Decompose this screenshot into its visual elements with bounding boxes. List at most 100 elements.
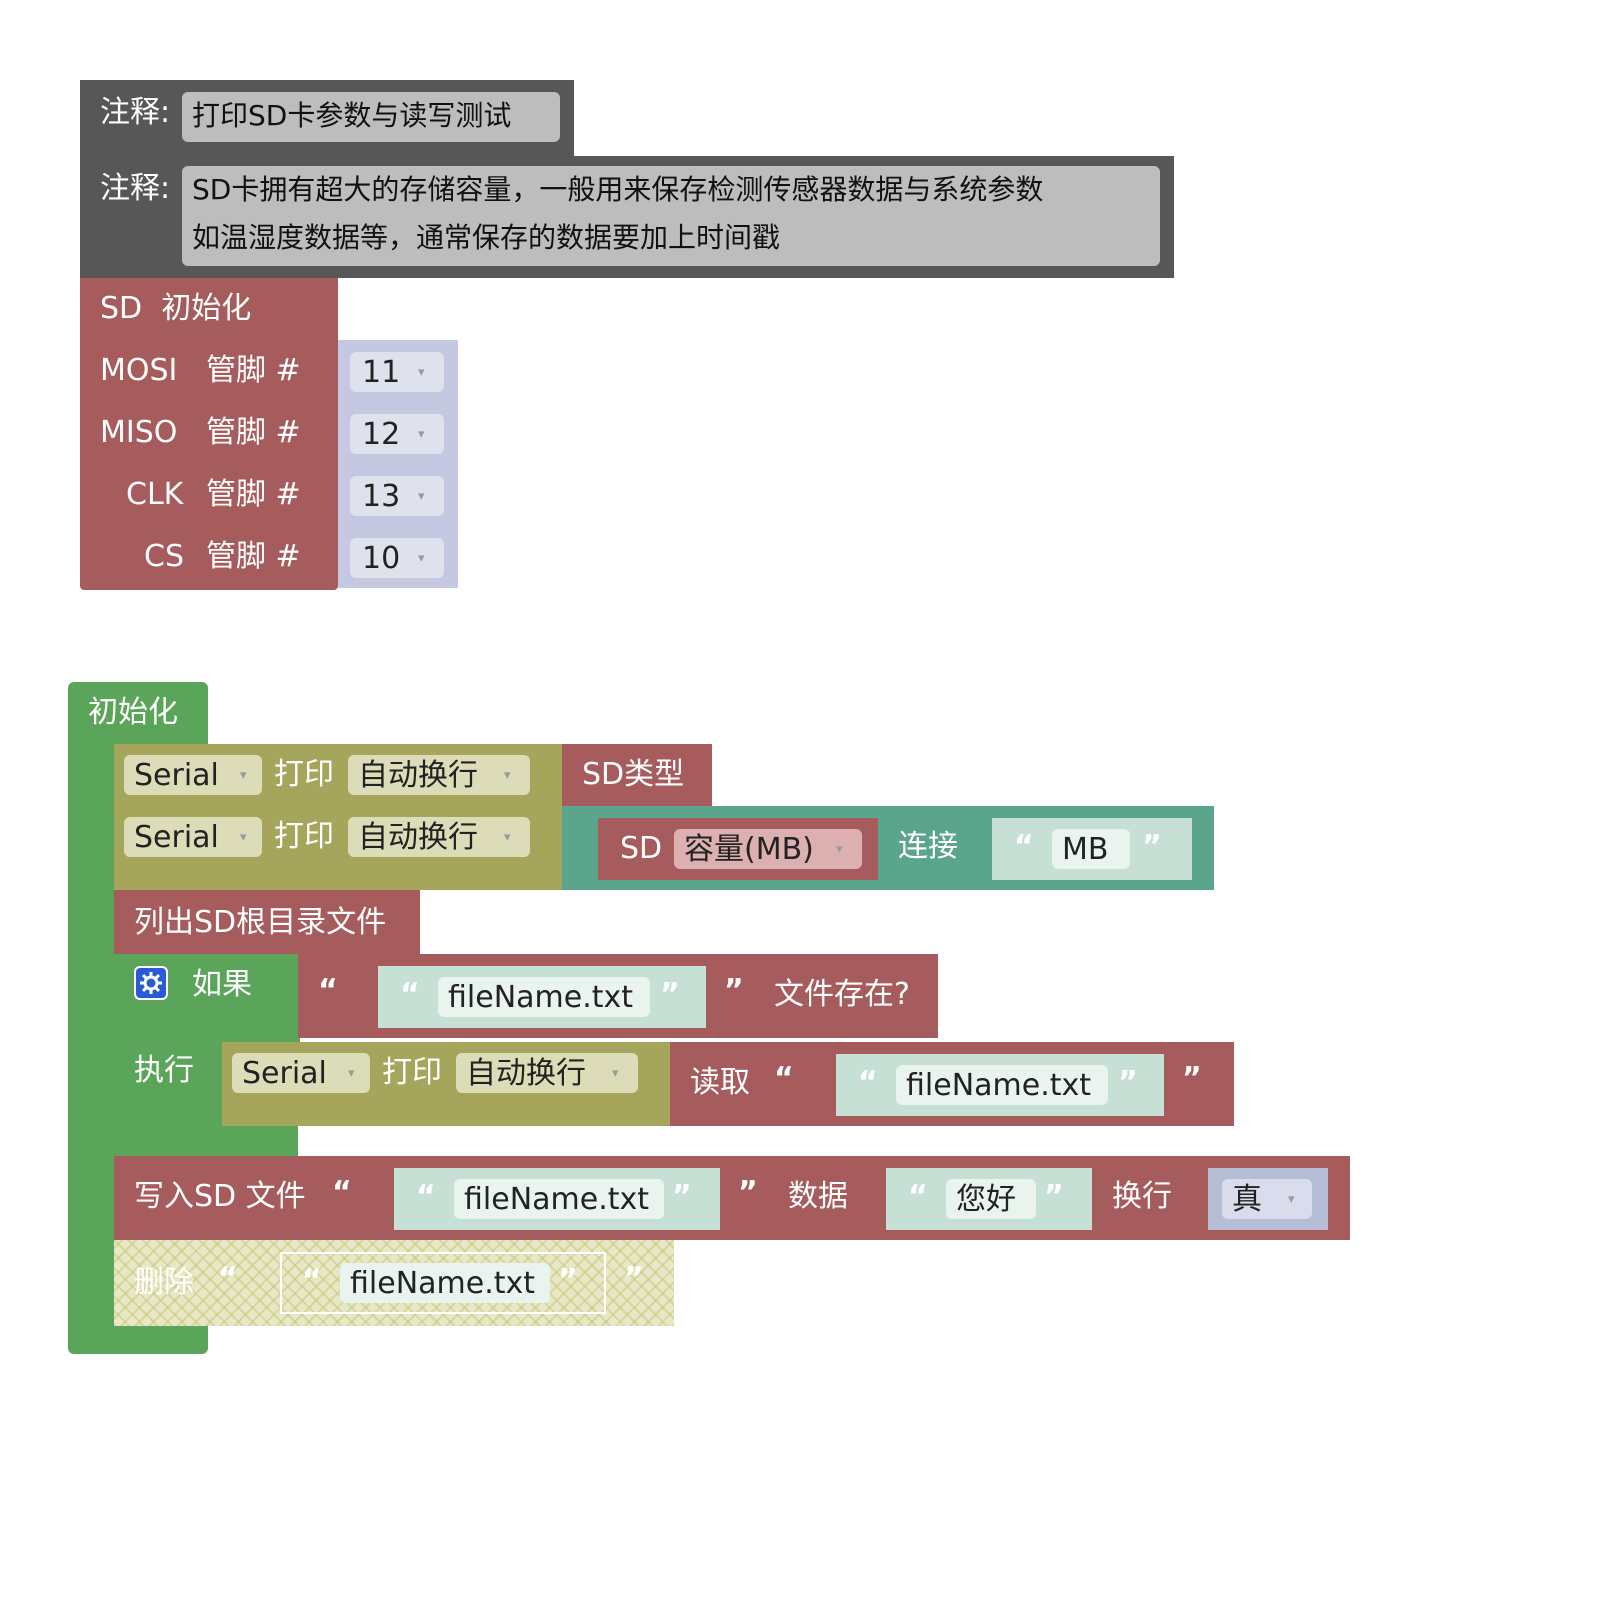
setup-block-footer — [68, 1326, 208, 1354]
serial-port-value: Serial — [134, 758, 219, 793]
pin-label-clk: 管脚 # — [206, 477, 301, 512]
chevron-down-icon: ▾ — [418, 551, 425, 566]
string-block-mb[interactable]: “ MB ” — [992, 818, 1192, 880]
string-block-filename[interactable]: “ fileName.txt ” — [836, 1054, 1164, 1116]
string-field[interactable]: fileName.txt — [896, 1065, 1108, 1105]
if-block-do-column: 执行 — [114, 1038, 222, 1130]
string-block-filename[interactable]: “ fileName.txt ” — [394, 1168, 720, 1230]
string-field[interactable]: 您好 — [946, 1179, 1036, 1219]
quote-close-icon: ” — [624, 1261, 644, 1296]
string-field[interactable]: fileName.txt — [454, 1179, 664, 1219]
quote-open-icon: “ — [858, 1065, 878, 1100]
quote-close-icon: ” — [1118, 1065, 1138, 1100]
quote-open-icon: “ — [400, 977, 420, 1012]
string-value: fileName.txt — [906, 1068, 1092, 1103]
pin-block-mosi[interactable]: 11 ▾ — [338, 340, 458, 402]
print-label: 打印 — [382, 1055, 442, 1090]
data-label: 数据 — [788, 1179, 848, 1214]
string-block-data[interactable]: “ 您好 ” — [886, 1168, 1092, 1230]
pin-dropdown-clk[interactable]: 13 ▾ — [350, 476, 444, 516]
quote-close-icon: ” — [1142, 829, 1162, 864]
sd-init-block[interactable]: SD 初始化 MOSI 管脚 # MISO 管脚 # CLK 管脚 # CS 管… — [80, 278, 338, 590]
comment-block-1[interactable]: 注释: 打印SD卡参数与读写测试 — [80, 80, 574, 156]
serial-port-dropdown[interactable]: Serial ▾ — [232, 1053, 370, 1093]
sd-type-label: SD类型 — [582, 757, 685, 792]
pin-dropdown-cs[interactable]: 10 ▾ — [350, 538, 444, 578]
read-file-block[interactable]: 读取 “ “ fileName.txt ” ” — [670, 1042, 1234, 1126]
bool-dropdown[interactable]: 真 ▾ — [1222, 1179, 1312, 1219]
chevron-down-icon: ▾ — [348, 1066, 355, 1081]
pin-name-miso: MISO — [100, 415, 178, 450]
gear-icon[interactable] — [134, 966, 168, 1000]
text-join-block[interactable]: SD 容量(MB) ▾ 连接 “ MB ” — [562, 806, 1214, 890]
comment-label: 注释: — [100, 171, 171, 206]
if-block-header[interactable]: 如果 — [114, 954, 300, 1042]
pin-label-miso: 管脚 # — [206, 415, 301, 450]
serial-port-dropdown[interactable]: Serial ▾ — [124, 817, 262, 857]
quote-open-icon: “ — [218, 1261, 238, 1296]
print-mode-dropdown[interactable]: 自动换行 ▾ — [348, 755, 530, 795]
pin-block-cs[interactable]: 10 ▾ — [338, 526, 458, 588]
serial-print-block-2[interactable]: Serial ▾ 打印 自动换行 ▾ — [114, 806, 564, 890]
comment-text-line2: 如温湿度数据等，通常保存的数据要加上时间戳 — [192, 221, 781, 254]
chevron-down-icon: ▾ — [418, 365, 425, 380]
sd-type-block[interactable]: SD类型 — [562, 744, 712, 806]
comment-text-field[interactable]: SD卡拥有超大的存储容量，一般用来保存检测传感器数据与系统参数 如温湿度数据等，… — [182, 166, 1160, 266]
if-label: 如果 — [192, 967, 252, 1002]
setup-block-spine — [68, 744, 114, 1334]
if-block-footer — [114, 1126, 298, 1156]
string-field[interactable]: fileName.txt — [340, 1263, 550, 1303]
string-value: fileName.txt — [350, 1266, 536, 1301]
capacity-dropdown[interactable]: 容量(MB) ▾ — [674, 829, 862, 869]
setup-title: 初始化 — [88, 695, 178, 730]
print-mode-value: 自动换行 — [358, 758, 478, 793]
list-files-block[interactable]: 列出SD根目录文件 — [114, 890, 420, 954]
quote-close-icon: ” — [1182, 1061, 1202, 1096]
string-field[interactable]: fileName.txt — [438, 977, 650, 1017]
sd-label: SD — [620, 831, 663, 866]
chevron-down-icon: ▾ — [504, 830, 511, 845]
string-block-filename[interactable]: “ fileName.txt ” — [378, 966, 706, 1028]
capacity-value: 容量(MB) — [684, 832, 814, 867]
string-field[interactable]: MB — [1052, 829, 1130, 869]
pin-block-clk[interactable]: 13 ▾ — [338, 464, 458, 526]
chevron-down-icon: ▾ — [612, 1066, 619, 1081]
string-block-filename[interactable]: “ fileName.txt ” — [280, 1252, 606, 1314]
print-mode-value: 自动换行 — [358, 820, 478, 855]
chevron-down-icon: ▾ — [418, 427, 425, 442]
pin-dropdown-mosi[interactable]: 11 ▾ — [350, 352, 444, 392]
pin-dropdown-miso[interactable]: 12 ▾ — [350, 414, 444, 454]
delete-file-block[interactable]: 删除 “ “ fileName.txt ” ” — [114, 1240, 674, 1326]
quote-open-icon: “ — [1014, 829, 1034, 864]
print-mode-dropdown[interactable]: 自动换行 ▾ — [456, 1053, 638, 1093]
list-files-label: 列出SD根目录文件 — [134, 905, 387, 940]
chevron-down-icon: ▾ — [240, 830, 247, 845]
sd-capacity-block[interactable]: SD 容量(MB) ▾ — [598, 818, 878, 880]
pin-name-clk: CLK — [126, 477, 184, 512]
quote-open-icon: “ — [774, 1061, 794, 1096]
string-value: fileName.txt — [464, 1182, 650, 1217]
write-file-block[interactable]: 写入SD 文件 “ “ fileName.txt ” ” 数据 “ 您好 ” 换… — [114, 1156, 1350, 1240]
serial-print-block-1[interactable]: Serial ▾ 打印 自动换行 ▾ — [114, 744, 564, 806]
print-mode-dropdown[interactable]: 自动换行 ▾ — [348, 817, 530, 857]
string-value: fileName.txt — [448, 980, 634, 1015]
comment-text-field[interactable]: 打印SD卡参数与读写测试 — [182, 92, 560, 142]
quote-close-icon: ” — [1044, 1179, 1064, 1214]
chevron-down-icon: ▾ — [836, 842, 843, 857]
comment-text: 打印SD卡参数与读写测试 — [192, 99, 512, 132]
pin-name-mosi: MOSI — [100, 353, 178, 388]
pin-block-miso[interactable]: 12 ▾ — [338, 402, 458, 464]
serial-port-dropdown[interactable]: Serial ▾ — [124, 755, 262, 795]
chevron-down-icon: ▾ — [418, 489, 425, 504]
serial-print-block-3[interactable]: Serial ▾ 打印 自动换行 ▾ — [222, 1042, 672, 1126]
bool-value: 真 — [1232, 1182, 1262, 1217]
file-exists-block[interactable]: “ “ fileName.txt ” ” 文件存在? — [298, 954, 938, 1038]
write-label: 写入SD 文件 — [134, 1179, 306, 1214]
bool-block[interactable]: 真 ▾ — [1208, 1168, 1328, 1230]
delete-label: 删除 — [134, 1265, 194, 1300]
quote-open-icon: “ — [332, 1175, 352, 1210]
print-label: 打印 — [274, 819, 334, 854]
comment-block-2[interactable]: 注释: SD卡拥有超大的存储容量，一般用来保存检测传感器数据与系统参数 如温湿度… — [80, 156, 1174, 278]
setup-block-header[interactable]: 初始化 — [68, 682, 208, 744]
quote-close-icon: ” — [724, 973, 744, 1008]
